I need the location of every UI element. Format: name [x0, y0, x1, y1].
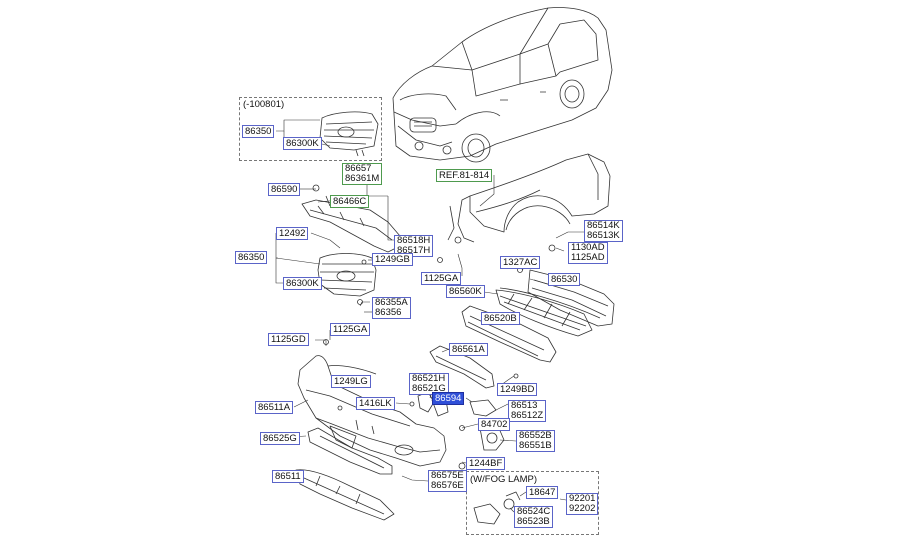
lower-lip — [307, 427, 393, 475]
part-label-86524c-86523b[interactable]: 86524C 86523B — [514, 506, 554, 528]
part-number-86552b: 86552B — [519, 430, 552, 441]
part-number-86524c: 86524C — [517, 506, 551, 517]
part-label-86466c[interactable]: 86466C — [330, 195, 370, 208]
part-number-86356: 86356 — [375, 307, 402, 318]
part-label-1249lg[interactable]: 1249LG — [331, 375, 371, 388]
part-label-86575e-86576e[interactable]: 86575E 86576E — [428, 470, 467, 492]
reference-label[interactable]: REF.81-814 — [436, 169, 493, 182]
part-label-1249gb[interactable]: 1249GB — [372, 253, 413, 266]
part-label-86511a[interactable]: 86511A — [255, 401, 294, 414]
part-number-86517h: 86517H — [397, 245, 431, 256]
part-number-86521h: 86521H — [412, 373, 446, 384]
part-label-92201-92202[interactable]: 92201 92202 — [566, 493, 599, 515]
part-number-86575e: 86575E — [431, 470, 464, 481]
part-label-1244bf[interactable]: 1244BF — [466, 457, 506, 470]
inset-box-fog-lamp — [466, 471, 599, 535]
part-label-86518h-86517h[interactable]: 86518H 86517H — [394, 235, 434, 257]
part-number-86513: 86513 — [511, 400, 538, 411]
part-label-84702[interactable]: 84702 — [478, 418, 511, 431]
inset-qualifier-fog-lamp: (W/FOG LAMP) — [470, 474, 538, 485]
part-label-86561a[interactable]: 86561A — [449, 343, 488, 356]
part-label-1125ga-left[interactable]: 1125GA — [330, 323, 371, 336]
part-number-86518h: 86518H — [397, 235, 431, 246]
part-label-86350[interactable]: 86350 — [235, 251, 268, 264]
part-label-86594-selected[interactable]: 86594 — [432, 392, 465, 405]
part-number-86576e: 86576E — [431, 480, 464, 491]
part-number-86355a: 86355A — [375, 297, 408, 308]
part-label-86521h-86521g[interactable]: 86521H 86521G — [409, 373, 449, 395]
part-label-86657-86361m[interactable]: 86657 86361M — [342, 163, 383, 185]
part-label-86514k-86513k[interactable]: 86514K 86513K — [584, 220, 623, 242]
fender-illustration — [447, 153, 611, 243]
main-grille — [317, 253, 377, 297]
leader-lines — [271, 119, 584, 513]
part-label-86300k-inset[interactable]: 86300K — [283, 137, 322, 150]
inset-grille-top — [319, 111, 379, 157]
part-label-86560k[interactable]: 86560K — [446, 285, 485, 298]
inset-box-100801 — [239, 97, 382, 161]
part-label-86355a-86356[interactable]: 86355A 86356 — [372, 297, 411, 319]
part-number-86514k: 86514K — [587, 220, 620, 231]
part-label-1416lk[interactable]: 1416LK — [356, 397, 395, 410]
part-label-1125gd[interactable]: 1125GD — [268, 333, 309, 346]
part-number-86512z: 86512Z — [511, 410, 544, 421]
part-number-92201: 92201 — [569, 493, 596, 504]
part-label-1327ac[interactable]: 1327AC — [500, 256, 541, 269]
part-number-1130ad: 1130AD — [571, 242, 605, 253]
part-label-86520b[interactable]: 86520B — [481, 312, 520, 325]
part-number-86521g: 86521G — [412, 383, 446, 394]
inset-qualifier-100801: (-100801) — [243, 99, 285, 110]
part-label-86513-86512z[interactable]: 86513 86512Z — [508, 400, 547, 422]
vehicle-illustration — [392, 7, 613, 163]
part-label-86300k[interactable]: 86300K — [283, 277, 322, 290]
part-number-86513k: 86513K — [587, 230, 620, 241]
part-label-86350-inset[interactable]: 86350 — [242, 125, 275, 138]
skid-plate — [295, 469, 395, 521]
part-label-86552b-86551b[interactable]: 86552B 86551B — [516, 430, 555, 452]
part-label-86530[interactable]: 86530 — [548, 273, 581, 286]
part-number-86657: 86657 — [345, 163, 372, 174]
part-number-1125ad: 1125AD — [571, 252, 605, 263]
part-label-18647[interactable]: 18647 — [526, 486, 559, 499]
part-number-86361m: 86361M — [345, 173, 380, 184]
part-label-1130ad-1125ad[interactable]: 1130AD 1125AD — [568, 242, 608, 264]
part-label-86590[interactable]: 86590 — [268, 183, 301, 196]
part-label-12492[interactable]: 12492 — [276, 227, 309, 240]
part-number-86551b: 86551B — [519, 440, 552, 451]
part-label-86511[interactable]: 86511 — [272, 470, 304, 483]
part-label-86525g[interactable]: 86525G — [260, 432, 300, 445]
part-number-86523b: 86523B — [517, 516, 550, 527]
part-label-1125ga-right[interactable]: 1125GA — [421, 272, 462, 285]
part-label-1249bd[interactable]: 1249BD — [497, 383, 538, 396]
part-number-92202: 92202 — [569, 503, 596, 514]
